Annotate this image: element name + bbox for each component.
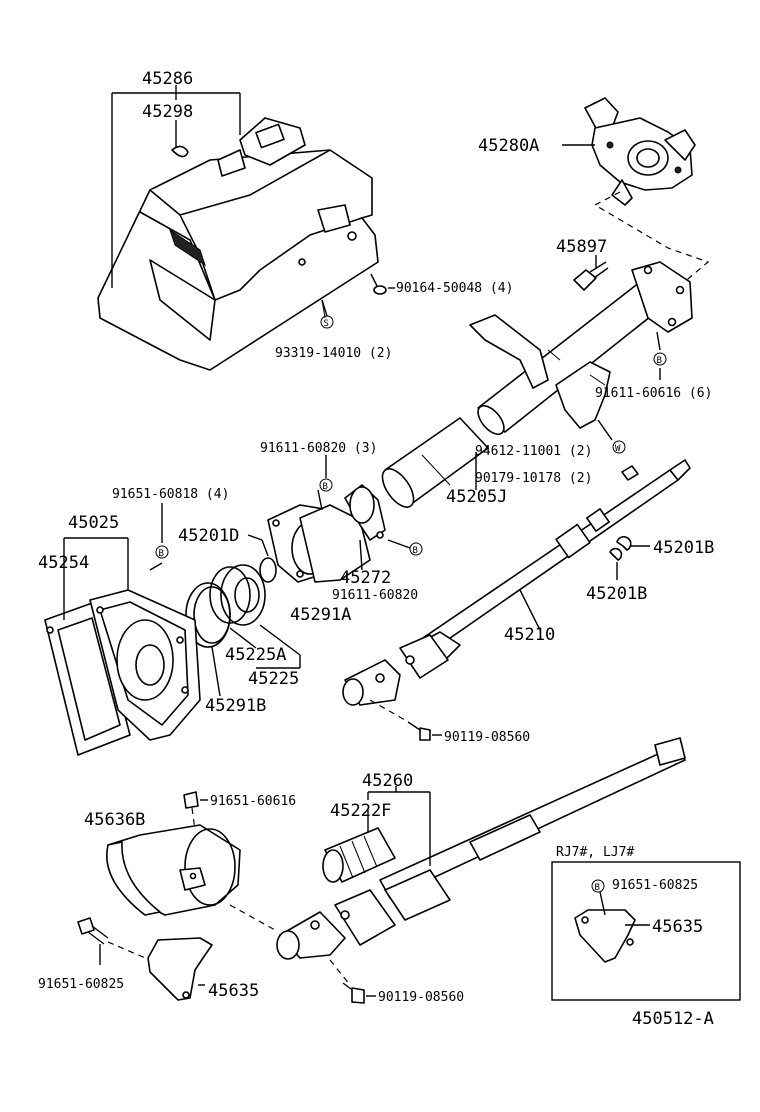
leaders-45286 <box>111 85 241 288</box>
marker-b-91611-60820: B <box>409 542 423 556</box>
bracket-45272-drawing <box>344 484 411 571</box>
label-variant: RJ7#, LJ7# <box>556 845 634 860</box>
flange-45291a-drawing <box>267 489 371 583</box>
label-91651-60818: 91651-60818 (4) <box>112 487 229 502</box>
leader-s <box>321 299 328 317</box>
label-91611-60820: 91611-60820 <box>332 588 418 603</box>
marker-s: S <box>320 315 334 329</box>
label-45636b: 45636B <box>84 810 145 830</box>
label-45260: 45260 <box>362 771 413 791</box>
bolt-91651-60616 <box>183 791 208 831</box>
column-cover-drawing <box>97 117 379 371</box>
label-45272: 45272 <box>340 568 391 588</box>
marker-w: W <box>612 440 626 454</box>
leaders-45225 <box>211 624 301 697</box>
leaders-boot <box>63 503 163 620</box>
label-45254: 45254 <box>38 553 89 573</box>
leader-b-right <box>656 331 661 351</box>
label-45280a: 45280A <box>478 136 539 156</box>
label-45222f: 45222F <box>330 801 391 821</box>
boot-plate-drawing <box>44 589 201 756</box>
bracket-45635-lower <box>147 937 213 1001</box>
leader-94612 <box>597 419 613 441</box>
ring-45201d <box>247 534 277 583</box>
label-90164-50048: 90164-50048 (4) <box>396 281 513 296</box>
marker-b-inset: B <box>591 879 605 893</box>
shield-45636b-drawing <box>106 824 241 916</box>
label-94612-11001: 94612-11001 (2) <box>475 444 592 459</box>
oring-45291b <box>185 582 231 648</box>
bolt-90119-b <box>342 982 376 1004</box>
label-93319-14010: 93319-14010 (2) <box>275 346 392 361</box>
svg-text:W: W <box>615 444 621 454</box>
label-45291a: 45291A <box>290 605 351 625</box>
dash-main-bolt <box>329 959 351 986</box>
shaft-45260-drawing <box>276 737 686 960</box>
label-diagram-id: 450512-A <box>632 1009 714 1029</box>
label-45635-inset: 45635 <box>652 917 703 937</box>
label-45205j: 45205J <box>446 487 507 507</box>
label-91611-60820-3: 91611-60820 (3) <box>260 441 377 456</box>
label-90179-10178: 90179-10178 (2) <box>475 471 592 486</box>
ignition-housing-drawing <box>562 97 696 206</box>
boot-45222f-drawing <box>322 810 396 883</box>
label-45025: 45025 <box>68 513 119 533</box>
shaft-45210-drawing <box>342 459 691 706</box>
svg-text:S: S <box>324 319 329 329</box>
label-91611-60616: 91611-60616 (6) <box>595 386 712 401</box>
label-45225: 45225 <box>248 669 299 689</box>
label-45291b: 45291B <box>205 696 266 716</box>
bolt-45897 <box>573 255 609 291</box>
label-45210: 45210 <box>504 625 555 645</box>
variant-inset-frame <box>551 861 741 1001</box>
screw-90164 <box>370 273 395 295</box>
dash-shaft-bolt <box>369 699 406 721</box>
svg-text:B: B <box>595 883 600 893</box>
svg-text:B: B <box>323 482 328 492</box>
svg-text:B: B <box>657 356 662 366</box>
label-45635-lower: 45635 <box>208 981 259 1001</box>
bearing-45225 <box>209 564 266 626</box>
label-45286: 45286 <box>142 69 193 89</box>
label-91651-60616: 91651-60616 <box>210 794 296 809</box>
sleeve-45205j-drawing <box>381 417 489 508</box>
nut-90179 <box>621 465 639 481</box>
svg-text:B: B <box>413 546 418 556</box>
label-45201b-lower: 45201B <box>586 584 647 604</box>
label-45201d: 45201D <box>178 526 239 546</box>
label-45201b-right: 45201B <box>653 538 714 558</box>
column-tube-drawing <box>469 261 693 436</box>
leaders-45260 <box>367 786 430 800</box>
bolt-90119-a <box>407 721 442 741</box>
label-91651-60825-inset: 91651-60825 <box>612 878 698 893</box>
dash-ignition <box>593 191 710 285</box>
svg-text:B: B <box>159 549 164 559</box>
marker-b-91651-60818: B <box>155 545 169 559</box>
bolt-91651-60825-left <box>77 917 151 965</box>
marker-b-91611-608-3: B <box>319 478 333 492</box>
label-91651-60825-left: 91651-60825 <box>38 977 124 992</box>
label-90119-08560-upper: 90119-08560 <box>444 730 530 745</box>
bracket-45635-inset <box>574 891 650 963</box>
label-45225a: 45225A <box>225 645 286 665</box>
label-45897: 45897 <box>556 237 607 257</box>
dash-shield <box>229 904 276 931</box>
clips-45201b <box>609 536 650 580</box>
marker-b-91611-606: B <box>653 352 667 366</box>
label-45298: 45298 <box>142 102 193 122</box>
label-90119-08560-lower: 90119-08560 <box>378 990 464 1005</box>
